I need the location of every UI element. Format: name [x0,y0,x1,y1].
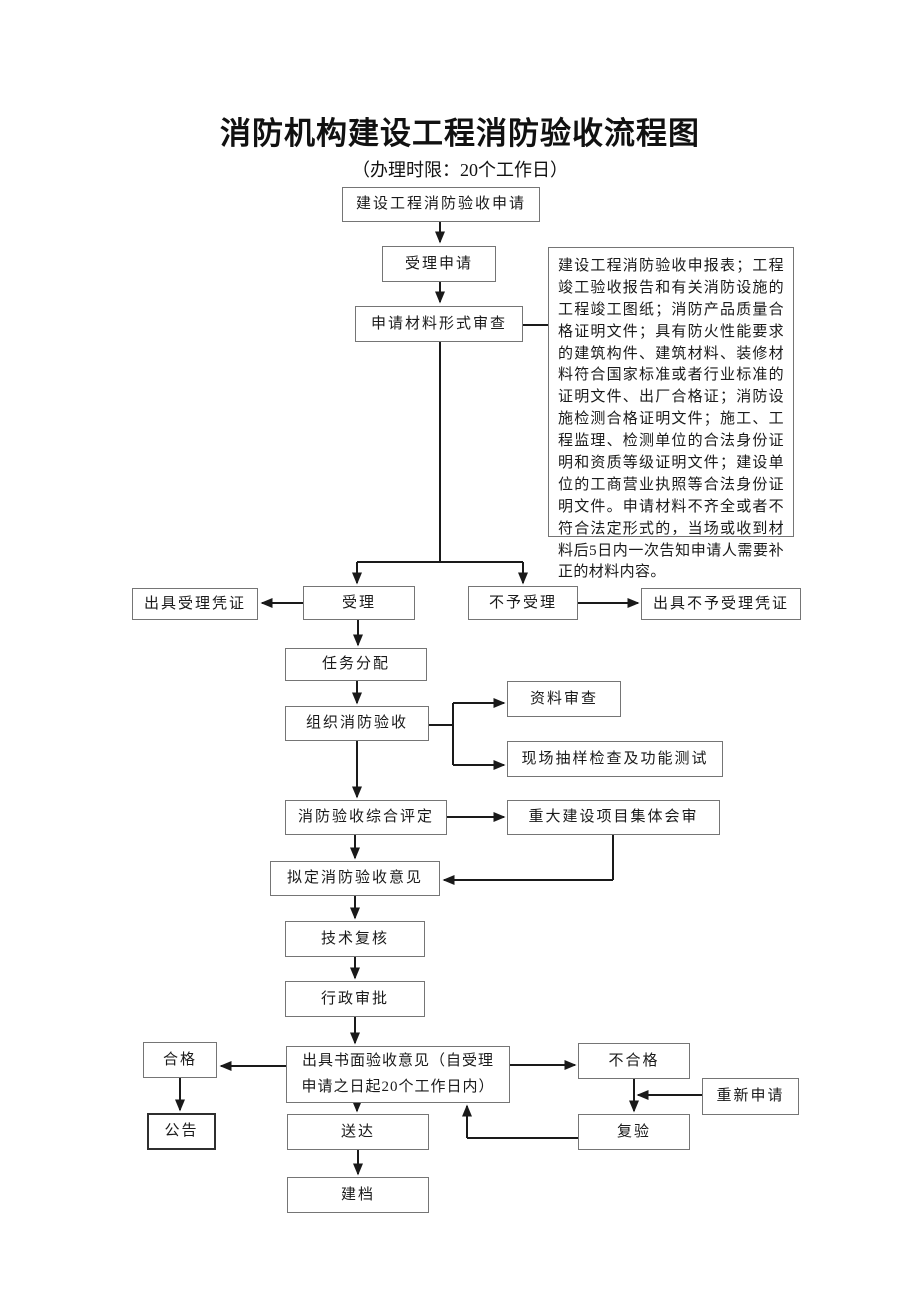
node-form-review: 申请材料形式审查 [355,306,523,342]
node-comprehensive-evaluation: 消防验收综合评定 [285,800,447,835]
node-administrative-approval: 行政审批 [285,981,425,1017]
node-site-sampling: 现场抽样检查及功能测试 [507,741,723,777]
node-issue-written-opinion: 出具书面验收意见（自受理申请之日起20个工作日内） [286,1046,510,1103]
node-qualified: 合格 [143,1042,217,1078]
node-unqualified: 不合格 [578,1043,690,1079]
node-issue-rejection-receipt: 出具不予受理凭证 [641,588,801,620]
node-accept: 受理 [303,586,415,620]
connector-organize-branch [429,703,454,765]
node-reject: 不予受理 [468,586,578,620]
node-major-project-review: 重大建设项目集体会审 [507,800,720,835]
node-apply: 建设工程消防验收申请 [342,187,540,222]
node-technical-recheck: 技术复核 [285,921,425,957]
node-accept-application: 受理申请 [382,246,496,282]
node-draft-opinion: 拟定消防验收意见 [270,861,440,896]
node-announcement: 公告 [147,1113,216,1150]
page-subtitle: （办理时限：20个工作日） [352,160,568,180]
page-title: 消防机构建设工程消防验收流程图 [220,116,700,151]
node-delivery: 送达 [287,1114,429,1150]
node-recheck: 复验 [578,1114,690,1150]
note-required-materials: 建设工程消防验收申报表；工程竣工验收报告和有关消防设施的工程竣工图纸；消防产品质… [548,247,794,580]
node-reapply: 重新申请 [702,1078,799,1115]
node-archive: 建档 [287,1177,429,1213]
connector-split-trunk [357,342,523,563]
node-document-review: 资料审查 [507,681,621,717]
node-task-assignment: 任务分配 [285,648,427,681]
node-organize-inspection: 组织消防验收 [285,706,429,741]
node-issue-acceptance-receipt: 出具受理凭证 [132,588,258,620]
